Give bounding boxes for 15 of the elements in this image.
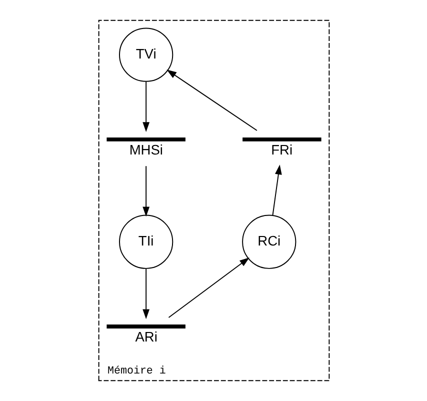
arrow — [166, 70, 257, 131]
node-box — [106, 324, 185, 328]
node-label: FRi — [270, 142, 292, 158]
arrow — [142, 166, 150, 217]
arrow — [142, 81, 150, 132]
node-label: ARi — [134, 329, 157, 344]
node-box — [242, 138, 321, 142]
node-circle: TIi — [118, 214, 173, 269]
arrow — [168, 257, 249, 318]
node-circle: TVi — [118, 28, 173, 82]
node-label: MHSi — [128, 142, 162, 158]
node-circle: RCi — [242, 214, 296, 269]
node-box — [106, 138, 185, 142]
arrow — [142, 268, 150, 320]
arrow — [272, 164, 282, 216]
